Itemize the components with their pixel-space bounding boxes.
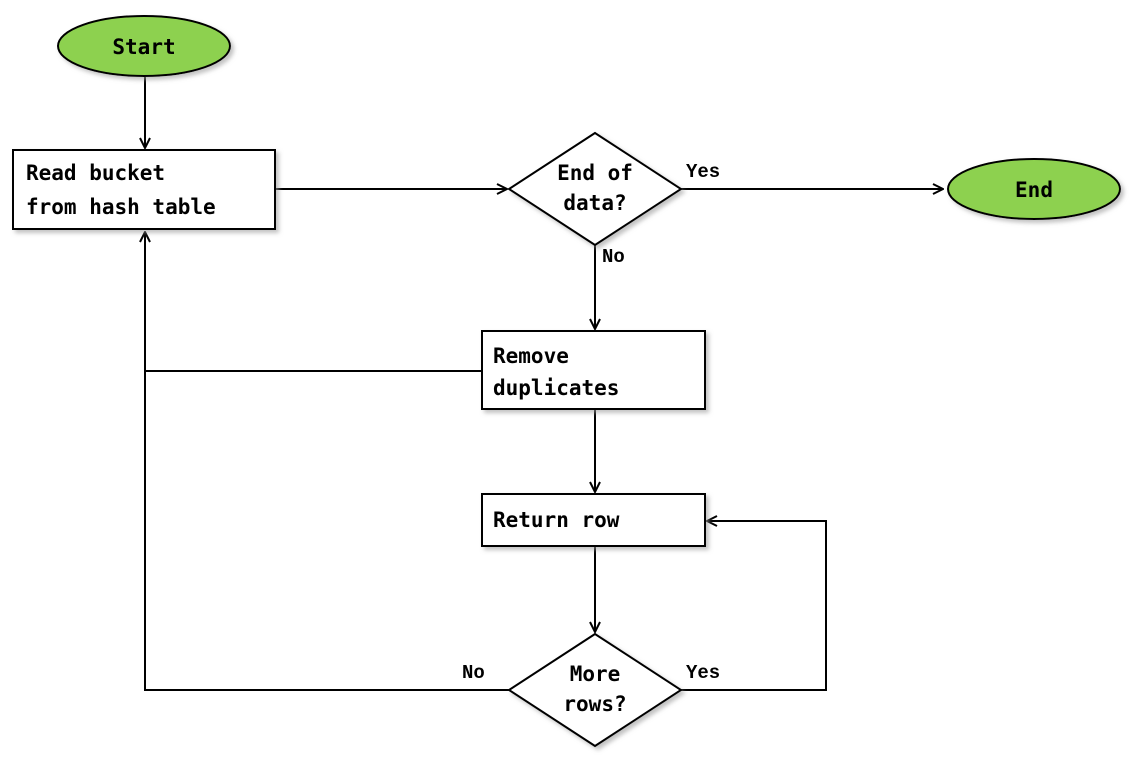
end-of-data-diamond bbox=[507, 131, 683, 247]
end-terminal: End bbox=[947, 158, 1121, 220]
edge-more-no-to-read bbox=[144, 371, 509, 691]
more-rows-decision: More rows? bbox=[507, 632, 683, 748]
end-of-data-no-label: No bbox=[602, 246, 625, 268]
read-bucket-label-line1: Read bucket bbox=[26, 161, 165, 185]
remove-duplicates-label-line1: Remove bbox=[493, 344, 569, 368]
read-bucket-box bbox=[12, 149, 276, 230]
return-row-box bbox=[481, 493, 706, 547]
end-label: End bbox=[1015, 178, 1053, 202]
start-terminal: Start bbox=[57, 15, 231, 77]
read-bucket-label-line2: from hash table bbox=[26, 195, 216, 219]
start-label: Start bbox=[112, 35, 175, 59]
more-rows-no-label: No bbox=[462, 662, 485, 684]
more-rows-diamond bbox=[507, 632, 683, 748]
return-row-process: Return row bbox=[481, 493, 706, 547]
remove-duplicates-label-line2: duplicates bbox=[493, 376, 619, 400]
end-of-data-yes-label: Yes bbox=[686, 161, 720, 183]
end-of-data-label-line2: data? bbox=[563, 191, 626, 215]
more-rows-label-line1: More bbox=[570, 662, 621, 686]
read-bucket-process: Read bucket from hash table bbox=[12, 149, 276, 230]
return-row-label: Return row bbox=[493, 508, 620, 532]
end-of-data-label-line1: End of bbox=[557, 161, 633, 185]
remove-duplicates-box bbox=[481, 330, 706, 410]
edge-more-yes-to-return bbox=[681, 521, 827, 691]
more-rows-label-line2: rows? bbox=[563, 692, 626, 716]
end-terminal-shape bbox=[947, 158, 1121, 220]
end-of-data-decision: End of data? bbox=[507, 131, 683, 247]
more-rows-yes-label: Yes bbox=[686, 662, 720, 684]
remove-duplicates-process: Remove duplicates bbox=[481, 330, 706, 410]
start-terminal-shape bbox=[57, 15, 231, 77]
edge-remove-to-read bbox=[145, 232, 482, 372]
